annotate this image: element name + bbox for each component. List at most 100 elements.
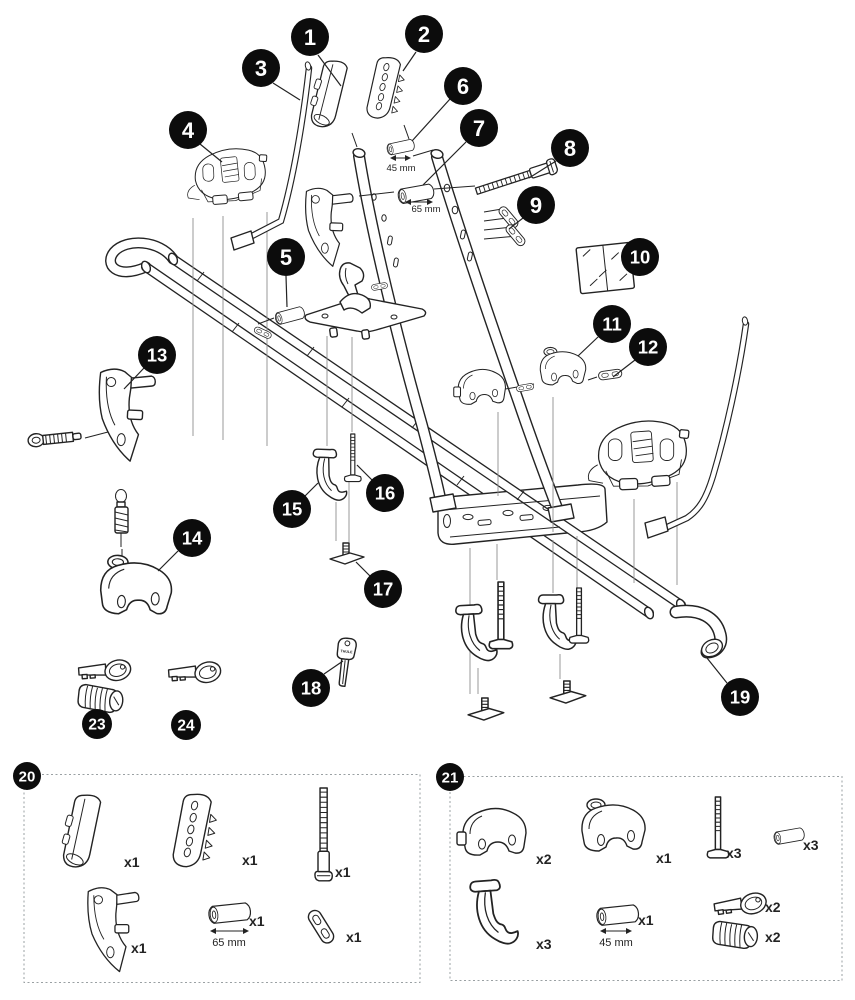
frame-arch	[352, 147, 575, 523]
t-screw-16	[343, 433, 362, 483]
callout-number-4: 4	[182, 118, 195, 143]
box21-bracket-a	[456, 807, 527, 856]
box20-connector-pin	[305, 907, 337, 947]
callout-4: 4	[169, 111, 223, 163]
callout-16: 16	[356, 464, 404, 512]
callout-number-11: 11	[602, 314, 622, 335]
dimension-label-3: 45 mm	[599, 928, 633, 949]
t-bolt-plate-below-2	[549, 680, 587, 704]
callout-2: 2	[402, 15, 443, 72]
callout-13: 13	[123, 336, 176, 390]
jaw-bracket-center	[302, 187, 354, 268]
callout-15: 15	[273, 482, 319, 528]
qty-label-box21-7: x2	[765, 929, 781, 945]
box20-spacer-65mm	[207, 901, 252, 925]
callout-14: 14	[157, 519, 211, 572]
spacer-45mm	[385, 138, 416, 156]
callout-20: 20	[13, 762, 41, 790]
svg-text:45 mm: 45 mm	[386, 163, 415, 174]
qty-label-box21-0: x2	[536, 851, 552, 867]
base-plate-details	[443, 495, 601, 538]
callout-18: 18	[292, 660, 344, 707]
callout-10: 10	[621, 238, 659, 276]
callout-number-16: 16	[375, 483, 396, 504]
dimension-label-0: 45 mm	[386, 155, 416, 174]
lever-rod-right	[644, 316, 750, 539]
callout-number-19: 19	[730, 687, 751, 708]
callout-23: 23	[82, 709, 112, 739]
t-screw-below-1	[488, 581, 514, 650]
callout-number-23: 23	[88, 717, 106, 734]
qty-label-box20-5: x1	[346, 929, 362, 945]
callout-number-24: 24	[177, 718, 195, 735]
box20-pad-smooth	[53, 789, 107, 872]
svg-text:45 mm: 45 mm	[599, 937, 633, 949]
t-bolt-plate-below-1	[467, 697, 505, 721]
callout-19: 19	[706, 657, 759, 716]
key-blank-18: THULE	[333, 636, 358, 688]
hook-below-1	[454, 602, 499, 663]
box21-key	[712, 888, 771, 922]
callout-12: 12	[612, 328, 667, 378]
spares-box-20	[23, 774, 421, 983]
key-24	[167, 658, 225, 689]
key-23	[77, 656, 135, 687]
box21-small-spacer	[772, 826, 806, 846]
qty-label-box20-3: x1	[131, 940, 147, 956]
callout-7: 7	[422, 109, 498, 186]
callout-number-21: 21	[442, 769, 459, 786]
callout-9: 9	[508, 186, 555, 230]
qty-label-box20-4: x1	[249, 913, 265, 929]
callout-5: 5	[267, 238, 305, 308]
callout-number-15: 15	[282, 499, 303, 520]
box20-pad-serrated	[165, 789, 227, 874]
dimension-label-2: 65 mm	[210, 928, 249, 949]
wheel-tray-rails	[105, 237, 654, 618]
ratchet-buckle-left	[180, 142, 275, 212]
dimension-label-1: 65 mm	[405, 199, 441, 215]
box21-spacer-45mm	[595, 903, 640, 927]
key-brand-text: THULE	[340, 649, 353, 654]
box21-bracket-b	[581, 798, 646, 852]
box20-jaw-bracket	[87, 887, 140, 973]
box20-long-bolt	[314, 787, 333, 882]
svg-text:65 mm: 65 mm	[212, 937, 246, 949]
qty-label-box21-1: x1	[656, 850, 672, 866]
projection-lines	[84, 124, 678, 694]
qty-label-box21-3: x3	[803, 837, 819, 853]
rail-end-piece	[669, 604, 728, 659]
qty-label-box21-5: x1	[638, 912, 654, 928]
callout-number-6: 6	[457, 74, 469, 99]
callout-number-2: 2	[418, 22, 430, 47]
qty-label-box20-2: x1	[335, 864, 351, 880]
spring-screw-14	[114, 489, 129, 547]
spares-box-21	[449, 776, 843, 981]
svg-text:65 mm: 65 mm	[411, 204, 440, 215]
wheel-bracket-left	[453, 368, 507, 405]
callout-17: 17	[355, 561, 402, 608]
t-bolt-plate-17	[329, 542, 365, 565]
callout-number-1: 1	[304, 25, 316, 50]
callout-1: 1	[291, 18, 342, 87]
lock-cylinder-23	[76, 683, 125, 715]
pin-12	[597, 368, 623, 381]
box21-lock-cylinder	[711, 920, 759, 950]
callout-11: 11	[577, 305, 631, 357]
lock-bracket-13	[94, 367, 157, 463]
callout-24: 24	[171, 710, 201, 740]
lever-rod-left	[230, 61, 313, 251]
box21-hook	[468, 877, 520, 947]
callout-3: 3	[242, 49, 301, 101]
callout-number-8: 8	[564, 136, 576, 161]
bracket-14	[98, 553, 174, 618]
callout-number-9: 9	[530, 193, 542, 218]
spacer-cylinder-5	[273, 305, 307, 326]
callout-number-14: 14	[182, 528, 203, 549]
callout-number-13: 13	[147, 345, 168, 366]
callout-6: 6	[411, 67, 482, 142]
callout-number-3: 3	[255, 56, 267, 81]
